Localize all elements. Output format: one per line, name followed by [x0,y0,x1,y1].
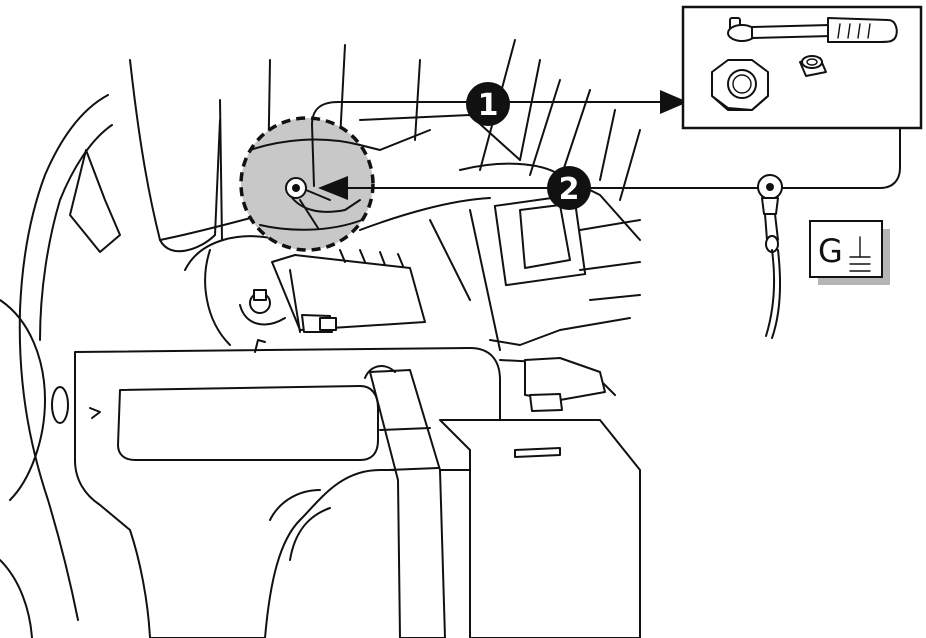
ratchet-wrench-icon [727,17,898,43]
hex-nut-icon [711,59,769,111]
lower-bracket [439,317,641,638]
tools-box [681,5,923,130]
fender-panel [0,59,221,638]
ground-point-highlight [239,116,375,252]
relay-box [239,249,426,333]
reservoir-tank [74,339,501,638]
ground-wire [757,174,783,339]
socket-icon [799,55,827,77]
ground-symbol-box: G [809,220,890,285]
callout-2: 2 [547,166,591,210]
ground-symbol-letter: G [818,232,843,270]
callout-1-label: 1 [478,88,499,123]
ground-icon [849,236,871,272]
callout-1: 1 [466,82,510,126]
callout-2-label: 2 [559,172,580,207]
leader-lines [311,90,901,200]
